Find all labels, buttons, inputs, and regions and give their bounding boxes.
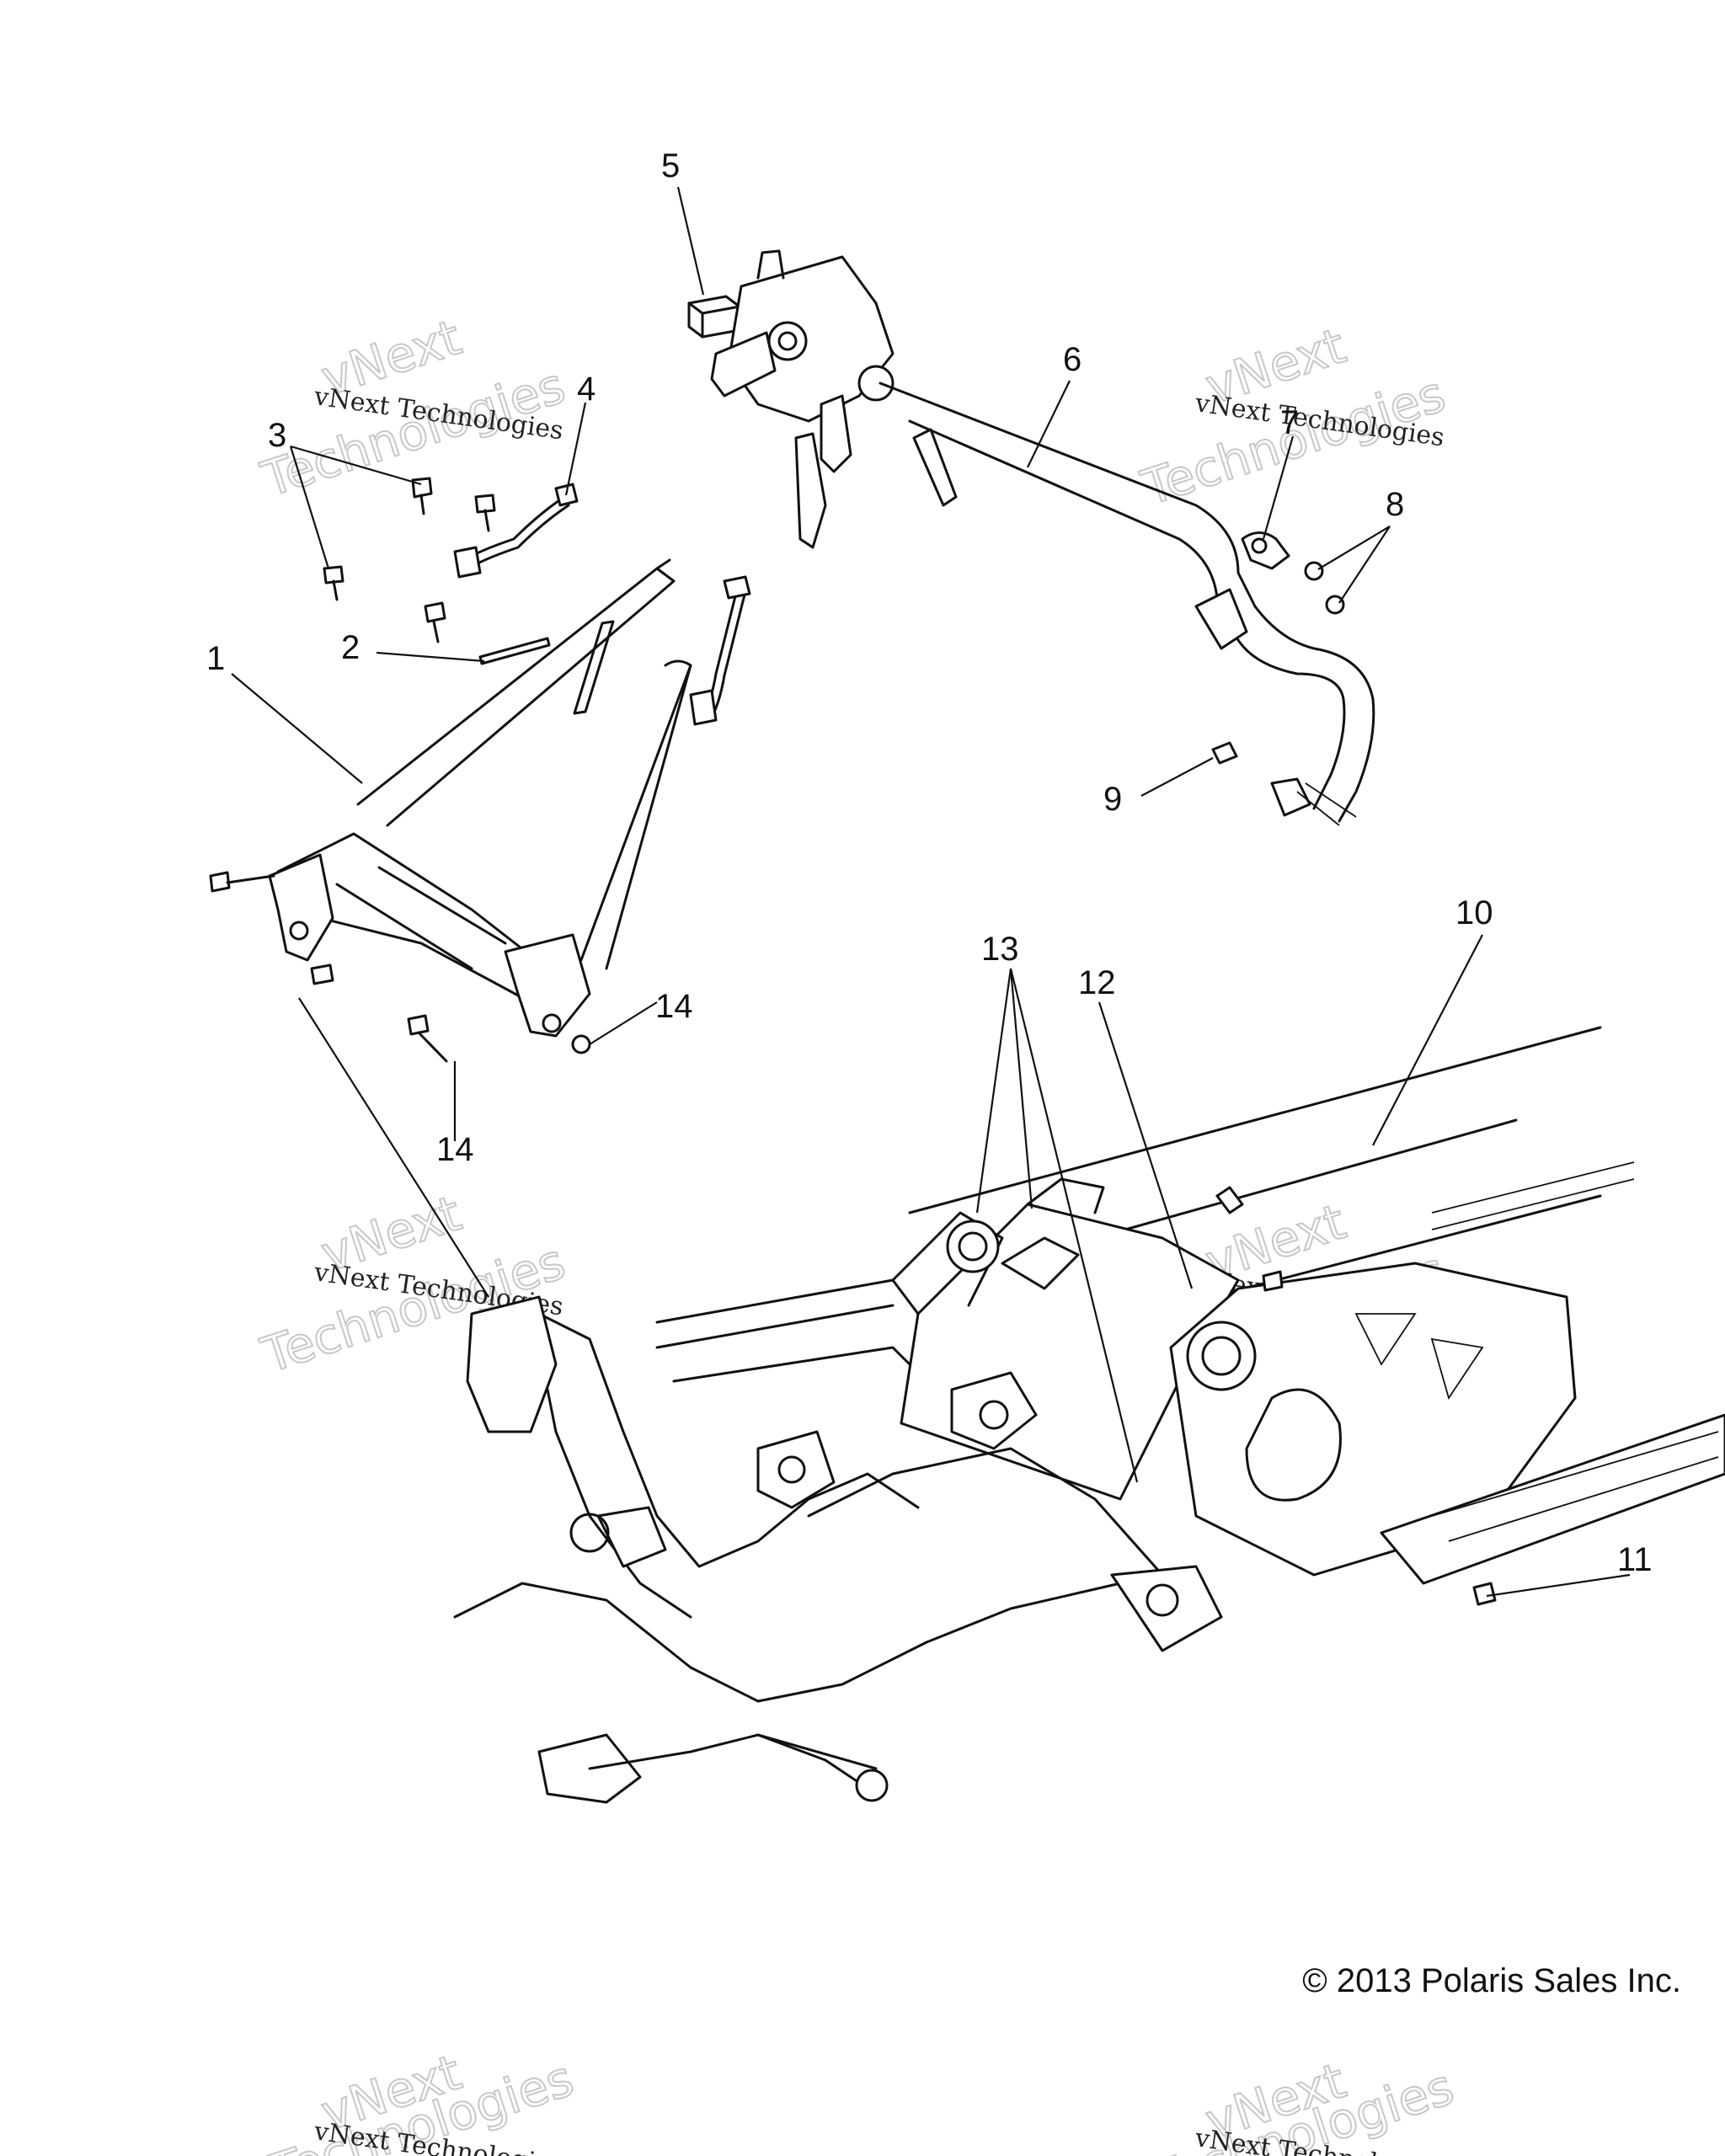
part-6-steering-post: [710, 249, 1375, 826]
part-7-clamp: [1241, 531, 1290, 570]
watermark-top-left: vNext Technologies vNext Technologies: [254, 307, 572, 509]
callout-11: 11: [1617, 1541, 1653, 1578]
part-5-block: [687, 295, 741, 339]
part-1-front-frame: [209, 558, 692, 1063]
callout-labels: 1 2 3 4 5 6 7 8 9 10 11 12 13 14 14: [206, 147, 1653, 1578]
part-3-bolts: [323, 477, 496, 643]
copyright-text: © 2013 Polaris Sales Inc.: [1302, 1962, 1681, 1999]
callout-13: 13: [981, 931, 1019, 968]
callout-14-bottom: 14: [436, 1131, 474, 1168]
leader-lines: [231, 186, 1631, 1598]
chassis-main: [453, 1026, 1725, 1804]
part-8-nuts: [1304, 561, 1345, 615]
part-4-harness: [453, 483, 751, 726]
callout-8: 8: [1386, 486, 1404, 523]
callout-1: 1: [206, 640, 225, 677]
callout-4: 4: [577, 371, 595, 408]
callout-3: 3: [268, 417, 286, 454]
watermark-bottom-right: vNext Technologies vNext Technologies: [1142, 2051, 1461, 2156]
part-9-clip: [1211, 741, 1238, 765]
watermark-bottom-left: vNext Technologies vNext Technologies: [262, 2042, 580, 2156]
callout-12: 12: [1078, 964, 1116, 1001]
callout-10: 10: [1455, 894, 1493, 931]
part-2-strips: [478, 620, 615, 715]
callout-2: 2: [341, 629, 360, 666]
callout-14-right: 14: [655, 988, 693, 1025]
callout-7: 7: [1280, 404, 1299, 441]
callout-9: 9: [1103, 781, 1122, 818]
callout-6: 6: [1063, 341, 1081, 378]
callout-5: 5: [661, 147, 680, 184]
